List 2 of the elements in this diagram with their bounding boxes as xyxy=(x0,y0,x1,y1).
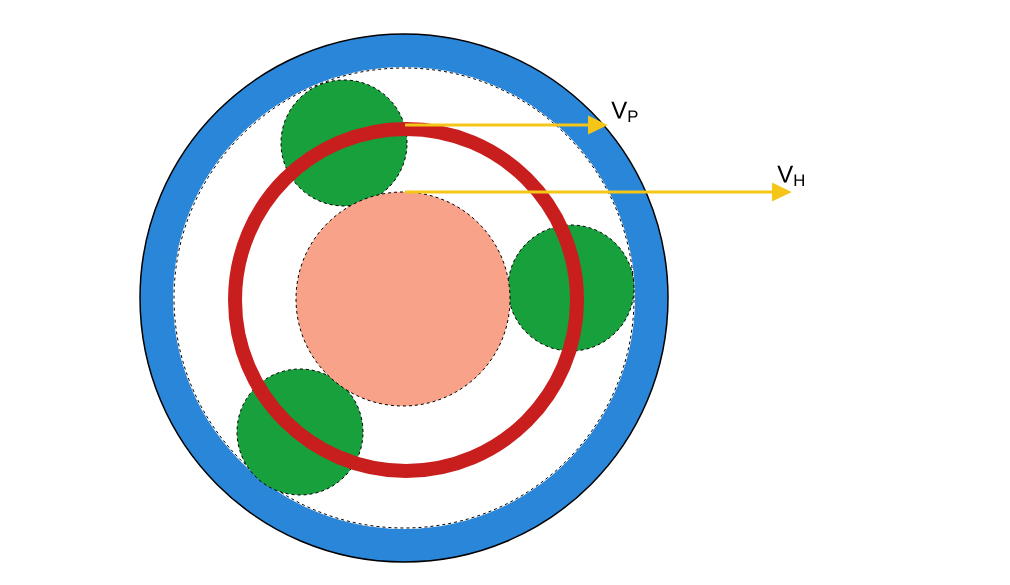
velocity-label: V$_{H}$ xyxy=(777,165,804,187)
velocity-label: V$_{P}$ xyxy=(611,101,638,123)
